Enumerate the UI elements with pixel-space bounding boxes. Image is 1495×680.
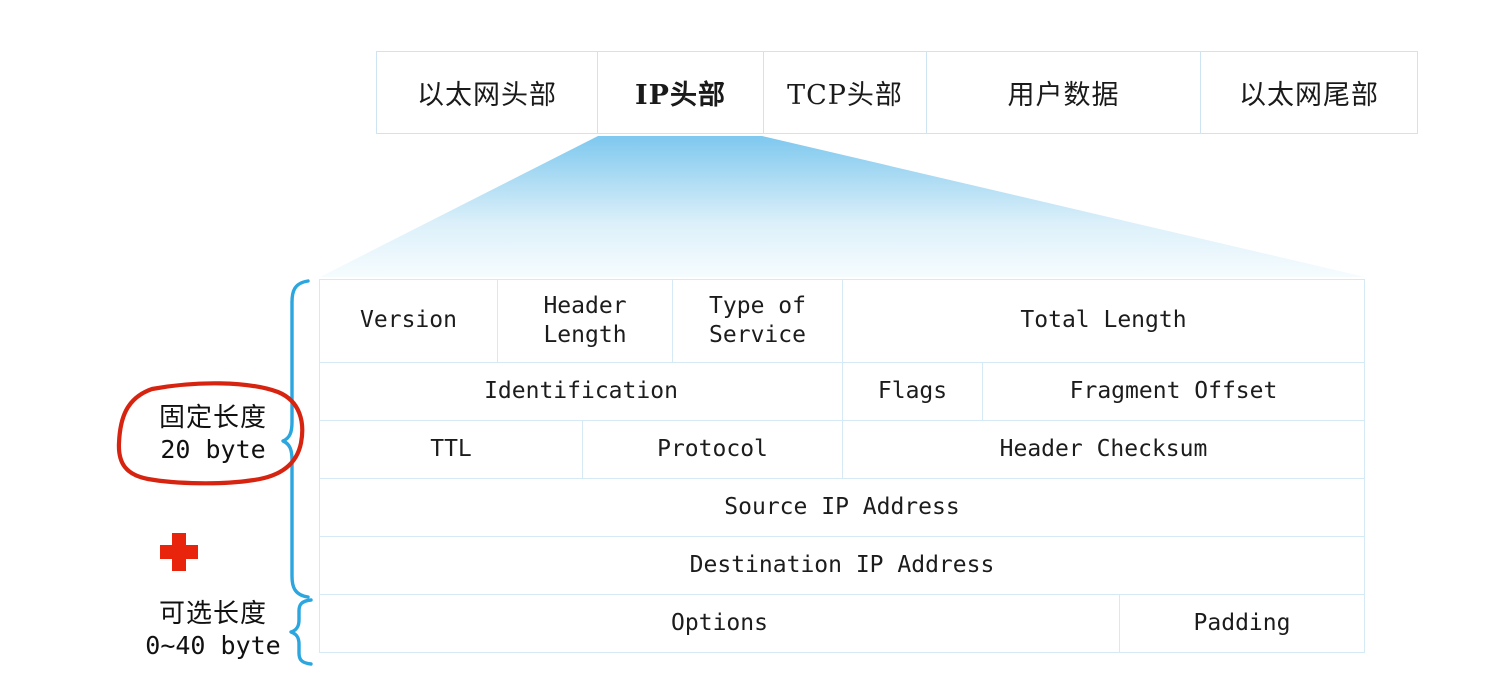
encapsulation-cell-5: 以太网尾部 xyxy=(1200,51,1418,134)
ip-header-field: TTL xyxy=(319,421,583,479)
ip-header-field: Options xyxy=(319,595,1120,653)
ip-header-field: Identification xyxy=(319,363,843,421)
annotation-optional-length: 可选长度 0~40 byte xyxy=(128,599,298,661)
encapsulation-cell-2: IP头部 xyxy=(597,51,763,134)
ip-header-field: Fragment Offset xyxy=(983,363,1365,421)
annotation-fixed-length-line1: 固定长度 xyxy=(158,403,267,433)
ip-header-field: Source IP Address xyxy=(319,479,1365,537)
ip-header-field: Flags xyxy=(843,363,983,421)
annotation-fixed-length-line2: 20 byte xyxy=(160,434,266,464)
plus-icon xyxy=(160,533,198,571)
ip-header-row-4: Source IP Address xyxy=(319,479,1365,537)
ip-header-field: Version xyxy=(319,279,498,363)
ip-header-field: Destination IP Address xyxy=(319,537,1365,595)
encapsulation-cell-1: 以太网头部 xyxy=(376,51,597,134)
ip-header-field: Padding xyxy=(1120,595,1365,653)
ip-header-row-5: Destination IP Address xyxy=(319,537,1365,595)
ip-header-field: Header Checksum xyxy=(843,421,1365,479)
ip-header-field: Type of Service xyxy=(673,279,843,363)
ip-header-field: Total Length xyxy=(843,279,1365,363)
annotation-optional-length-line2: 0~40 byte xyxy=(145,630,281,660)
encapsulation-cell-3: TCP头部 xyxy=(763,51,926,134)
ip-header-field: Protocol xyxy=(583,421,843,479)
encapsulation-cell-4: 用户数据 xyxy=(926,51,1200,134)
annotation-optional-length-line1: 可选长度 xyxy=(158,599,267,629)
annotation-fixed-length: 固定长度 20 byte xyxy=(133,403,293,465)
ip-header-field: Header Length xyxy=(498,279,673,363)
